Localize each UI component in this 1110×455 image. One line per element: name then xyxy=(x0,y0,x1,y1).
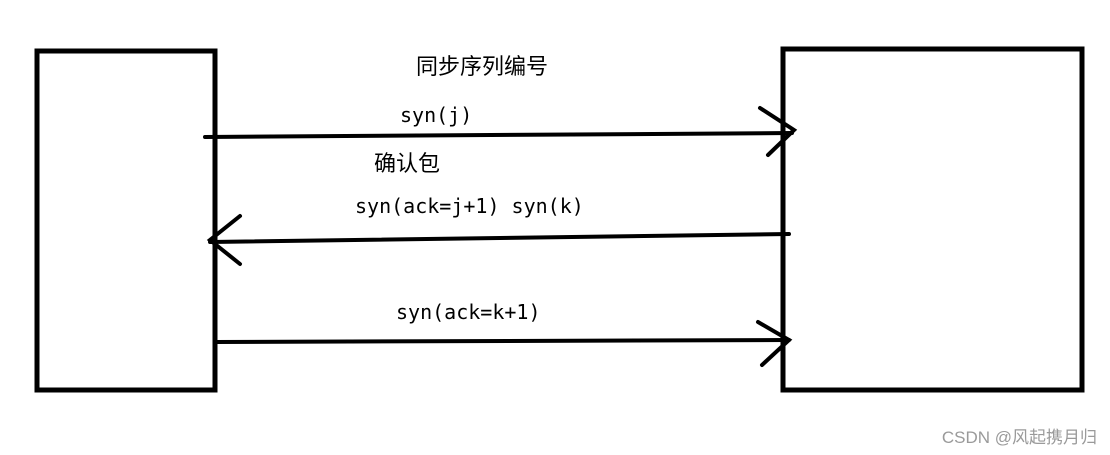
edge-syn-ack-arrowhead xyxy=(206,214,242,266)
edge-syn-ack-line xyxy=(208,232,791,244)
edge-ack-arrowhead xyxy=(756,320,793,367)
edge-syn-arrowhead xyxy=(758,106,798,157)
left-endpoint-box xyxy=(34,48,218,393)
edge-syn-line xyxy=(203,131,794,139)
edge-ack-line xyxy=(214,338,791,344)
edge-syn-header: 同步序列编号 xyxy=(416,55,548,80)
edge-syn-ack-header: 确认包 xyxy=(374,152,440,177)
edge-ack-label: syn(ack=k+1) xyxy=(396,300,541,324)
edge-syn-ack-label: syn(ack=j+1) syn(k) xyxy=(355,194,584,218)
right-endpoint-box xyxy=(780,46,1085,393)
watermark-text: CSDN @风起携月归 xyxy=(942,428,1097,447)
edge-syn-label: syn(j) xyxy=(400,103,472,127)
